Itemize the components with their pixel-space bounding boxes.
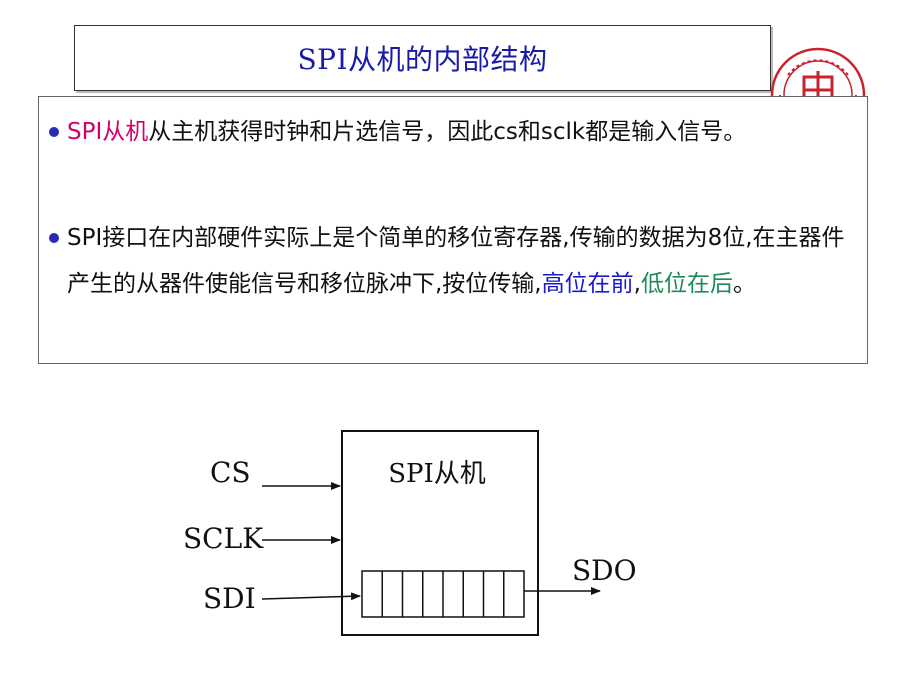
sdi-label: SDI <box>203 582 256 615</box>
shift-register-outline <box>361 570 525 618</box>
term-spi-slave: SPI从机 <box>67 119 149 145</box>
bullet-item-1: SPI从机从主机获得时钟和片选信号，因此cs和sclk都是输入信号。 <box>49 109 864 155</box>
bullet-text-1: SPI从机从主机获得时钟和片选信号，因此cs和sclk都是输入信号。 <box>67 109 864 155</box>
comma-text: , <box>633 271 641 297</box>
bullet-text-2: SPI接口在内部硬件实际上是个简单的移位寄存器,传输的数据为8位,在主器件产生的… <box>67 215 864 307</box>
bullet-2-body: SPI接口在内部硬件实际上是个简单的移位寄存器,传输的数据为8位,在主器件产生的… <box>67 225 845 297</box>
bullet-dot-icon <box>49 127 59 137</box>
content-box: SPI从机从主机获得时钟和片选信号，因此cs和sclk都是输入信号。 SPI接口… <box>38 96 868 364</box>
bullet-dot-icon <box>49 233 59 243</box>
title-box: SPI从机的内部结构 <box>74 25 771 91</box>
sdo-label: SDO <box>572 554 637 587</box>
shift-register <box>361 570 525 618</box>
msb-first-text: 高位在前 <box>541 271 634 297</box>
bullet-item-2: SPI接口在内部硬件实际上是个简单的移位寄存器,传输的数据为8位,在主器件产生的… <box>49 215 864 307</box>
period-text: 。 <box>732 271 756 297</box>
sclk-label: SCLK <box>183 522 264 555</box>
slide-title: SPI从机的内部结构 <box>297 43 548 76</box>
cs-label: CS <box>210 456 251 489</box>
sdi-arrow <box>261 592 361 601</box>
lsb-last-text: 低位在后 <box>640 271 733 297</box>
bullet-1-body: 从主机获得时钟和片选信号，因此cs和sclk都是输入信号。 <box>148 119 747 145</box>
block-label: SPI从机 <box>388 459 486 489</box>
spi-slave-block <box>341 430 539 636</box>
